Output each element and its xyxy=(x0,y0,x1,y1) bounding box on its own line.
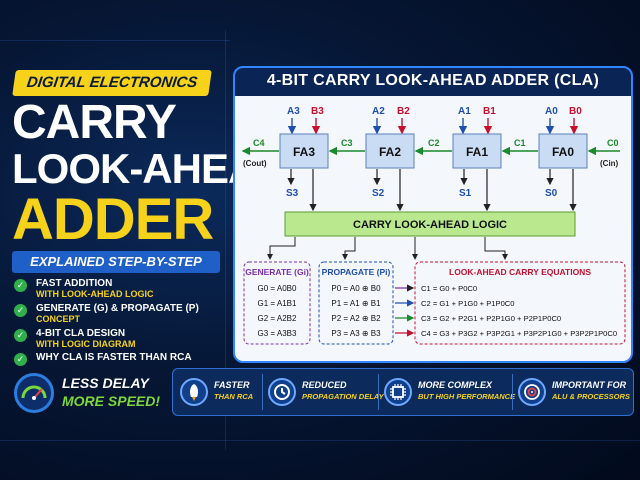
equation-c2: C2 = G1 + P1G0 + P1P0C0 xyxy=(421,299,515,308)
fa3-label: FA3 xyxy=(293,145,315,159)
explained-banner: EXPLAINED STEP-BY-STEP xyxy=(12,251,220,273)
check-icon: ✓ xyxy=(14,353,27,366)
feature-line-1: WHY CLA IS FASTER THAN RCA xyxy=(36,352,192,363)
carry-c2: C2 xyxy=(428,138,440,148)
divider xyxy=(262,374,263,410)
equations-title: LOOK-AHEAD CARRY EQUATIONS xyxy=(449,267,591,277)
carry-c3: C3 xyxy=(341,138,353,148)
carry-c4: C4 xyxy=(253,138,265,148)
fa0-box xyxy=(538,133,588,169)
fa2-box xyxy=(365,133,415,169)
benefit-subtitle: ALU & PROCESSORS xyxy=(552,392,630,401)
sum-s1: S1 xyxy=(459,188,472,199)
check-icon: ✓ xyxy=(14,279,27,292)
propagate-p2: P2 = A2 ⊕ B2 xyxy=(331,314,381,323)
propagate-title: PROPAGATE (Pi) xyxy=(322,267,391,277)
category-tag: DIGITAL ELECTRONICS xyxy=(12,70,212,96)
panel-title: 4-BIT CARRY LOOK-AHEAD ADDER (CLA) xyxy=(266,72,600,89)
clock-icon xyxy=(268,378,296,406)
generate-g2: G2 = A2B2 xyxy=(258,314,297,323)
divider xyxy=(512,374,513,410)
sum-s3: S3 xyxy=(286,188,299,199)
benefit-title: IMPORTANT FOR xyxy=(552,380,627,390)
divider xyxy=(378,374,379,410)
title-line-3: ADDER xyxy=(12,187,214,252)
check-icon: ✓ xyxy=(14,304,27,317)
lookahead-logic-block xyxy=(284,211,576,237)
fa2-label: FA2 xyxy=(379,145,401,159)
input-b0: B0 xyxy=(569,106,582,117)
fa3-box xyxy=(279,133,329,169)
feature-line-2: WITH LOOK-AHEAD LOGIC xyxy=(36,289,154,299)
target-icon xyxy=(518,378,546,406)
speedometer-icon xyxy=(14,373,54,413)
chip-icon xyxy=(384,378,412,406)
feature-line-2: CONCEPT xyxy=(36,314,81,324)
input-a1: A1 xyxy=(458,106,471,117)
feature-line-1: 4-BIT CLA DESIGN xyxy=(36,328,126,339)
propagate-p0: P0 = A0 ⊕ B0 xyxy=(331,284,381,293)
input-a0: A0 xyxy=(545,106,558,117)
generate-title: GENERATE (Gi) xyxy=(245,267,309,277)
carry-c0: C0 xyxy=(607,138,619,148)
benefit-subtitle: THAN RCA xyxy=(214,392,254,401)
propagate-p1: P1 = A1 ⊕ B1 xyxy=(331,299,381,308)
fa0-label: FA0 xyxy=(552,145,574,159)
cin-label: (Cin) xyxy=(600,159,619,168)
sum-s0: S0 xyxy=(545,188,558,199)
input-a3: A3 xyxy=(287,106,300,117)
check-icon: ✓ xyxy=(14,329,27,342)
cla-diagram: A3 B3 A2 B2 A1 B1 A0 B0 FA3 FA2 FA1 FA0 xyxy=(241,106,626,345)
equation-c1: C1 = G0 + P0C0 xyxy=(421,284,477,293)
equation-c4: C4 = G3 + P3G2 + P3P2G1 + P3P2P1G0 + P3P… xyxy=(421,329,617,338)
generate-g0: G0 = A0B0 xyxy=(258,284,297,293)
fa1-label: FA1 xyxy=(466,145,488,159)
input-b2: B2 xyxy=(397,106,410,117)
equation-c3: C3 = G2 + P2G1 + P2P1G0 + P2P1P0C0 xyxy=(421,314,561,323)
benefit-title: FASTER xyxy=(214,380,250,390)
title-line-1: CARRY xyxy=(12,96,177,149)
benefit-subtitle: PROPAGATION DELAY xyxy=(302,392,384,401)
more-speed-text: MORE SPEED! xyxy=(62,393,161,409)
input-b1: B1 xyxy=(483,106,496,117)
rocket-icon xyxy=(180,378,208,406)
carry-c1: C1 xyxy=(514,138,526,148)
generate-g3: G3 = A3B3 xyxy=(258,329,297,338)
benefit-title: MORE COMPLEX xyxy=(418,380,493,390)
generate-g1: G1 = A1B1 xyxy=(258,299,297,308)
lookahead-logic-label: CARRY LOOK-AHEAD LOGIC xyxy=(353,219,507,231)
benefit-title: REDUCED xyxy=(302,380,347,390)
fa1-box xyxy=(452,133,502,169)
benefit-subtitle: BUT HIGH PERFORMANCE xyxy=(418,392,516,401)
input-b3: B3 xyxy=(311,106,324,117)
feature-line-1: FAST ADDITION xyxy=(36,278,113,289)
propagate-p3: P3 = A3 ⊕ B3 xyxy=(331,329,381,338)
feature-line-2: WITH LOGIC DIAGRAM xyxy=(36,339,136,349)
sum-s2: S2 xyxy=(372,188,385,199)
input-a2: A2 xyxy=(372,106,385,117)
cout-label: (Cout) xyxy=(243,159,267,168)
feature-line-1: GENERATE (G) & PROPAGATE (P) xyxy=(36,303,199,314)
less-delay-text: LESS DELAY xyxy=(62,375,149,391)
